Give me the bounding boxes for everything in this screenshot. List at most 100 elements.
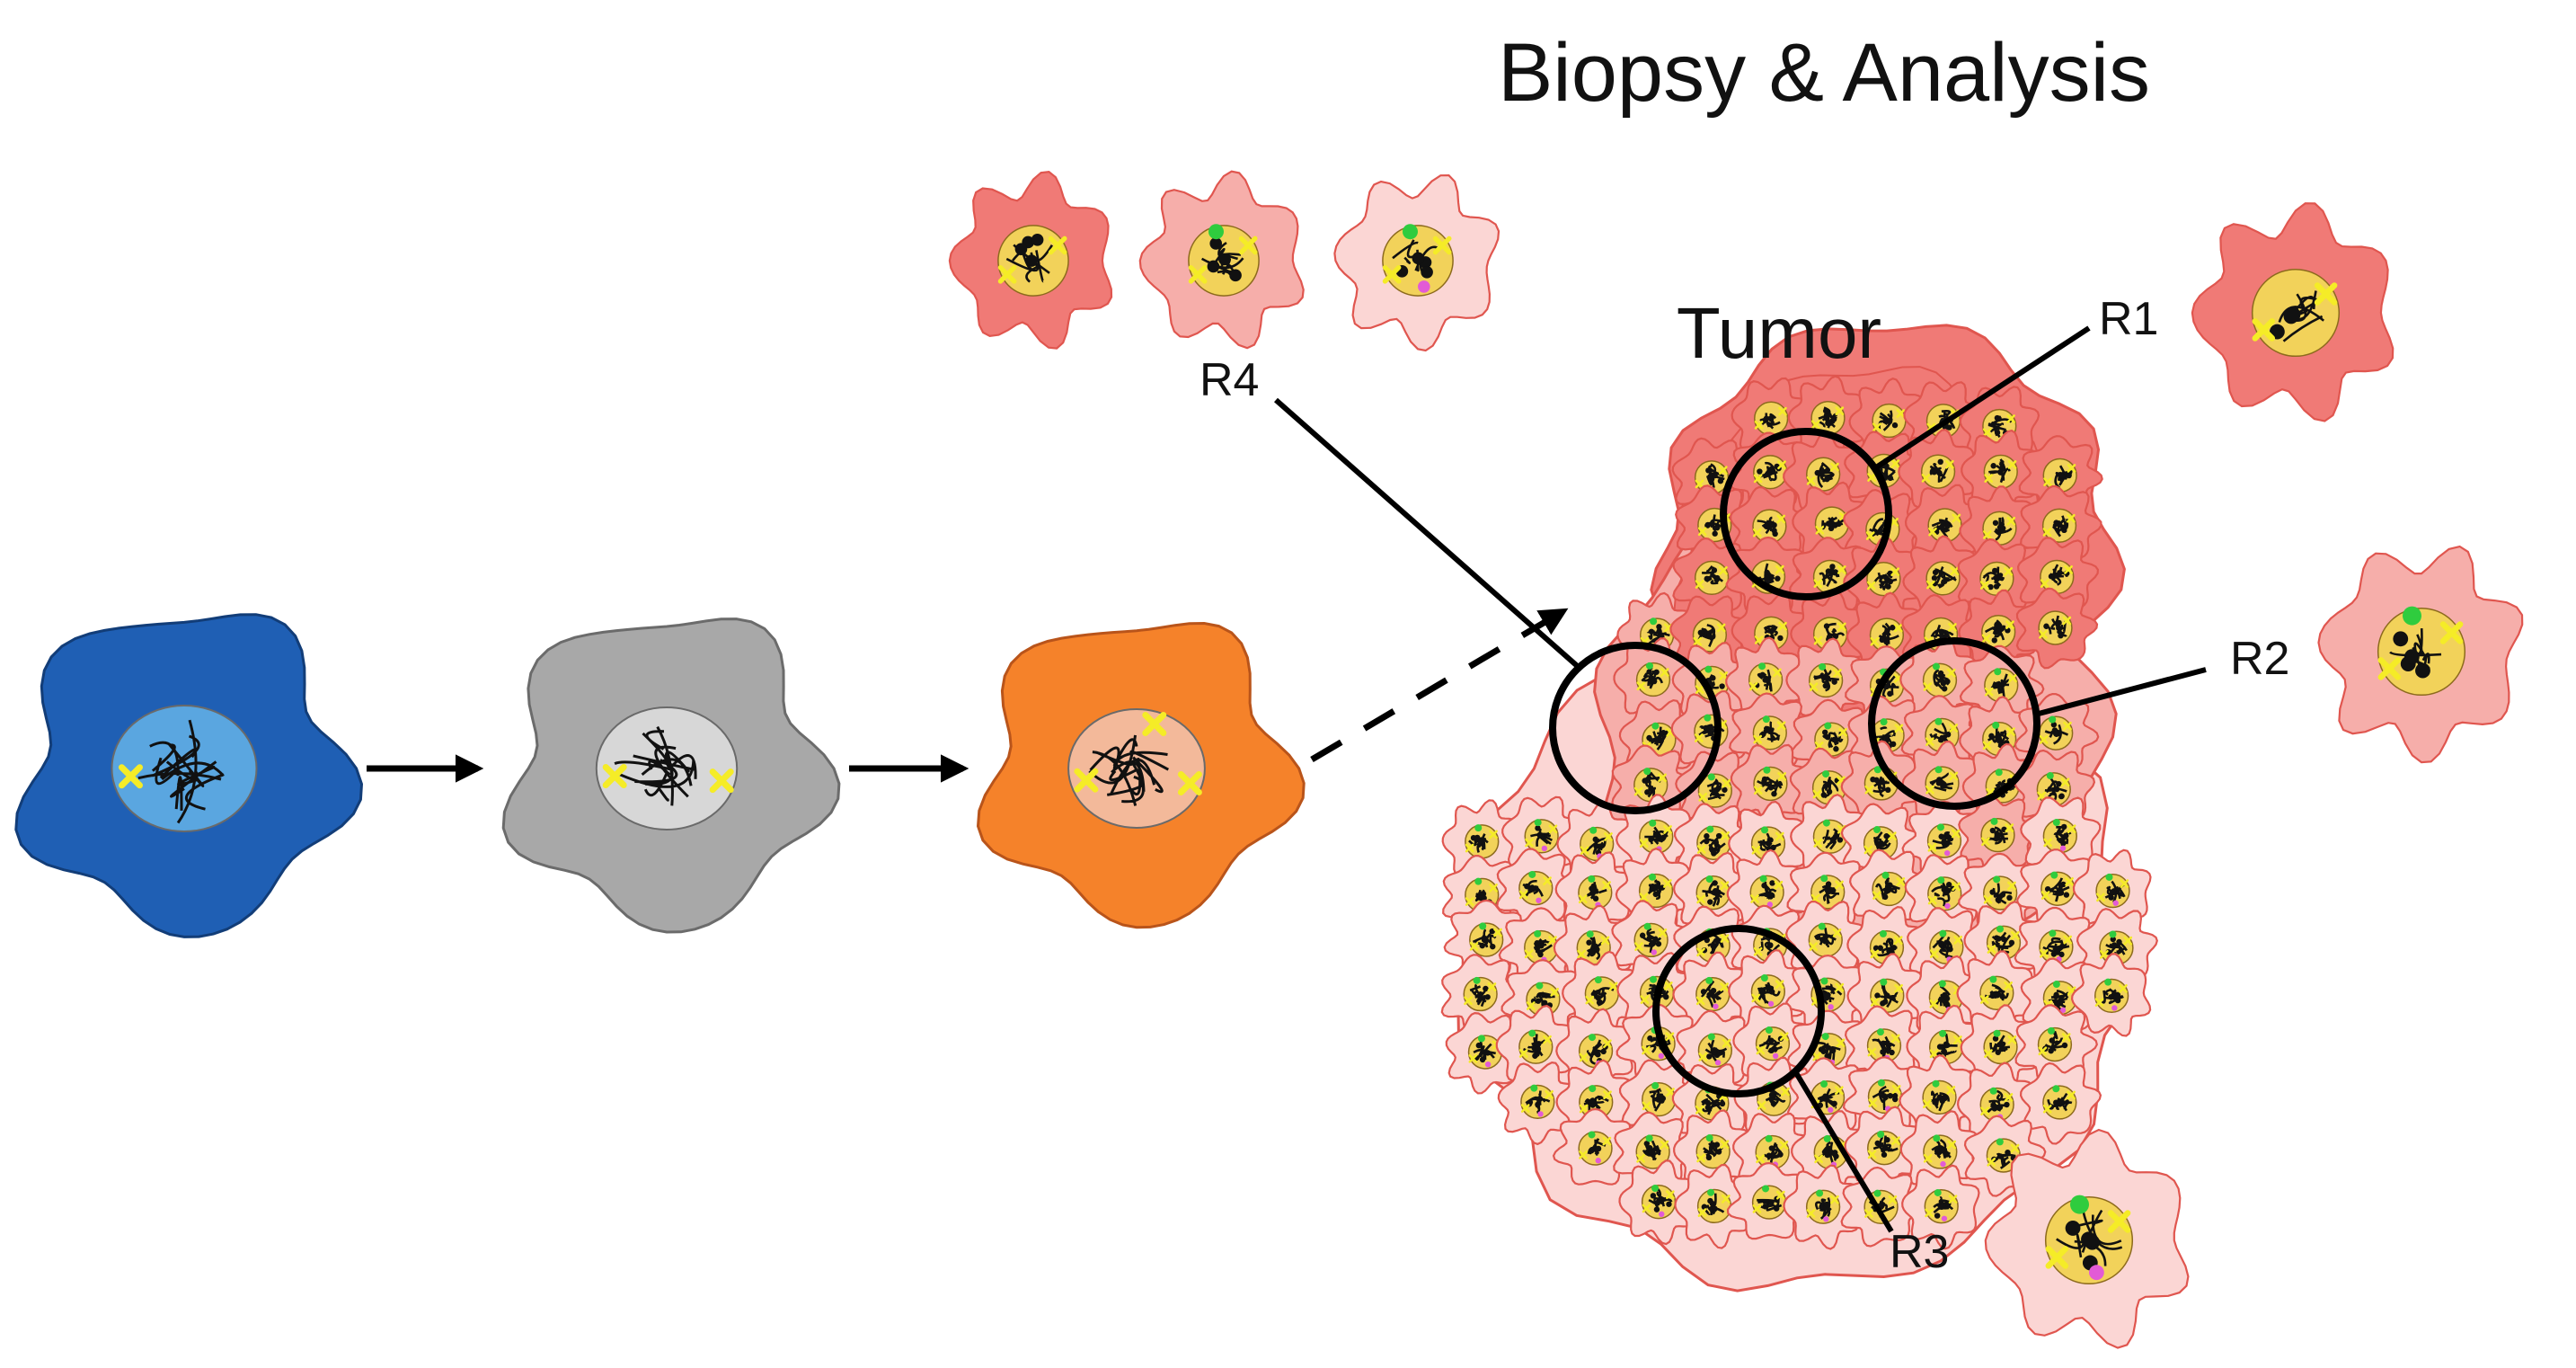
chromatin-spot <box>1710 943 1716 949</box>
mutation-mark-icon <box>1838 727 1847 737</box>
chromatin-spot <box>1706 633 1713 639</box>
mutation-mark-icon <box>2046 772 2054 780</box>
mutation-mark-icon <box>1639 839 1649 848</box>
mutation-mark-icon <box>1835 880 1844 890</box>
mutation-mark-icon <box>1474 877 1483 885</box>
biopsy-circle-r4 <box>1549 642 1722 814</box>
chromatin-spot <box>2415 662 2430 679</box>
mutation-mark-icon <box>2037 791 2047 801</box>
mutation-mark-icon <box>1830 462 1839 472</box>
mutation-mark-icon <box>1663 982 1673 990</box>
chromatin-spot <box>1484 1050 1491 1056</box>
mutation-mark-icon <box>1814 1154 1823 1164</box>
chromatin-spot <box>1477 839 1483 846</box>
mutation-mark-icon <box>1809 682 1819 692</box>
mutation-mark-icon <box>2059 845 2067 851</box>
mutation-mark-icon <box>1867 1150 1877 1159</box>
mutation-mark-icon <box>1633 786 1643 796</box>
mutation-mark-icon <box>1650 617 1658 626</box>
mutation-mark-icon <box>2105 873 2113 881</box>
chromatin-spot <box>2058 633 2064 639</box>
chromatin-spot <box>1994 992 2001 999</box>
chromatin-spot <box>1937 670 1944 677</box>
pointer-r4 <box>1274 397 1583 672</box>
mutation-mark-icon <box>1238 235 1258 255</box>
chromatin-spot <box>1596 999 1603 1006</box>
mutation-mark-icon <box>1748 681 1758 691</box>
mutation-mark-icon <box>1432 235 1452 255</box>
mutation-mark-icon <box>1990 817 1998 825</box>
mutation-mark-icon <box>1382 264 1402 284</box>
mutation-mark-icon <box>1177 771 1202 795</box>
mutation-mark-icon <box>1891 1136 1900 1146</box>
mutation-mark-icon <box>1822 770 1830 778</box>
chromatin-spot <box>1823 623 1830 629</box>
mutation-mark-icon <box>1979 995 1989 1004</box>
mutation-mark-icon <box>1867 473 1876 482</box>
chromatin-spot <box>1653 669 1660 675</box>
chromatin-spot <box>1944 1002 1951 1008</box>
chromatin-spot <box>1874 1140 1881 1147</box>
mutation-mark-icon <box>1659 1211 1665 1218</box>
mutation-mark-icon <box>1543 876 1552 886</box>
mutation-mark-icon <box>1693 636 1703 646</box>
tumor-cell <box>1440 954 1524 1035</box>
mutation-mark-icon <box>1872 891 1881 901</box>
chromatin-spot <box>1992 1035 1999 1042</box>
mutation-mark-icon <box>2005 823 2014 832</box>
chromatin-spot <box>1768 1037 1775 1044</box>
mutation-mark-icon <box>2104 978 2112 986</box>
mutation-mark-icon <box>1888 831 1897 841</box>
chromatin-spot <box>2283 308 2299 324</box>
chromatin-spot <box>2053 731 2059 737</box>
mutation-mark-icon <box>1870 949 1880 959</box>
mutation-mark-icon <box>1642 1101 1651 1111</box>
chromatin-spot <box>1524 883 1530 890</box>
chromatin-spot <box>1660 834 1667 841</box>
mutation-mark-icon <box>1489 883 1498 893</box>
chromatin-scribble <box>1757 776 1784 795</box>
chromatin-spot <box>1648 941 1655 948</box>
chromatin-spot <box>1891 1096 1899 1103</box>
chromatin-spot <box>1833 746 1839 752</box>
mutation-mark-icon <box>1649 819 1657 827</box>
chromatin-spot <box>2051 573 2058 580</box>
tumor-cell <box>2070 953 2152 1037</box>
mutation-mark-icon <box>1994 668 2002 676</box>
chromatin-spot <box>1883 833 1890 839</box>
mutation-mark-icon <box>1720 934 1730 943</box>
mutation-mark-icon <box>1940 1160 1946 1168</box>
chromatin-spot <box>1942 991 1948 999</box>
mutation-mark-icon <box>2010 1143 2020 1153</box>
figure-title: Biopsy & Analysis <box>1498 27 2150 119</box>
mutation-mark-icon <box>1762 715 1770 724</box>
mutation-mark-icon <box>1643 768 1651 776</box>
mutation-mark-icon <box>1835 406 1845 416</box>
chromatin-spot <box>1824 467 1830 475</box>
chromatin-spot <box>1705 1154 1713 1161</box>
chromatin-spot <box>2000 525 2006 531</box>
mutation-mark-icon <box>1704 714 1712 722</box>
mutation-mark-icon <box>1536 897 1542 903</box>
mutation-mark-icon <box>1811 420 1820 430</box>
mutation-mark-icon <box>1754 420 1764 430</box>
chromatin-spot <box>1935 780 1943 786</box>
mutation-mark-icon <box>1645 1134 1653 1142</box>
chromatin-spot <box>1646 935 1652 942</box>
chromatin-spot <box>1995 1049 2001 1055</box>
chromatin-spot <box>2053 991 2059 999</box>
chromatin-spot <box>1831 679 1837 685</box>
mutation-mark-icon <box>1982 741 1992 751</box>
sample-cell-medium <box>1138 170 1305 350</box>
chromatin-spot <box>2058 951 2065 958</box>
chromatin-spot <box>1592 836 1598 843</box>
chromatin-spot <box>1941 686 1948 692</box>
chromatin-spot <box>1766 985 1773 991</box>
chromatin-spot <box>1814 469 1820 476</box>
chromatin-spot <box>1706 1053 1713 1060</box>
mutation-mark-icon <box>1777 772 1787 781</box>
mutation-mark-icon <box>2112 900 2119 906</box>
mutation-mark-icon <box>1188 264 1208 284</box>
chromatin-spot <box>1421 265 1433 279</box>
mutation-mark-icon <box>2063 935 2073 945</box>
